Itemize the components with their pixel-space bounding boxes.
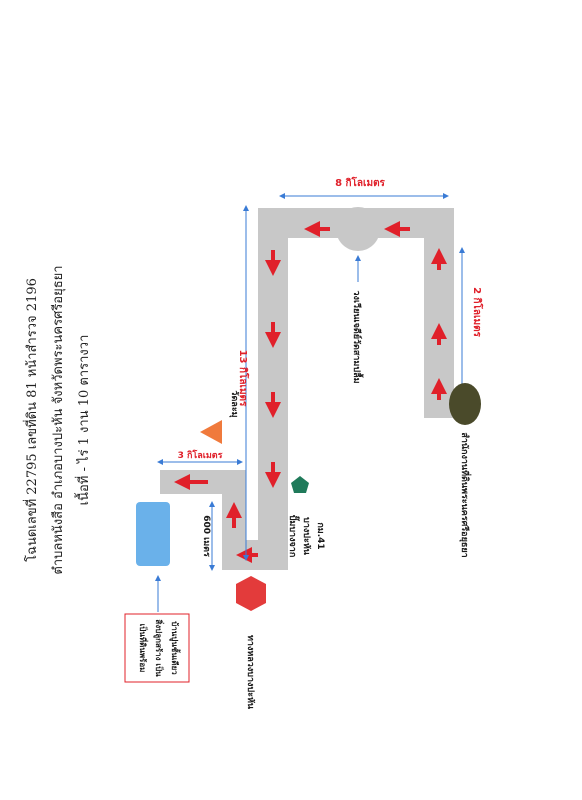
red-hexagon-icon	[236, 576, 266, 611]
land-line-1: เป็นที่ดินพร้อม	[138, 624, 149, 673]
title-line-2: ตำบลหนังสือ อำเภอบางปะหัน จังหวัดพระนครศ…	[50, 265, 66, 574]
label-gas-3: กม.41	[315, 522, 325, 549]
label-right-distance: 2 กิโลเมตร	[471, 287, 484, 337]
roundabout	[336, 207, 380, 251]
land-line-3: บ้านปูนชั้นเดียว	[169, 621, 181, 675]
label-branch-distance: 3 กิโลเมตร	[178, 449, 223, 461]
label-gas-station: ปั๊มบางจาก บางปะหัน กม.41	[287, 515, 325, 558]
direction-arrows	[174, 221, 447, 563]
label-main-distance: 13 กิโลเมตร	[237, 350, 250, 407]
title-line-3: เนื้อที่ - ไร่ 1 งาน 10 ตารางวา	[74, 335, 92, 506]
label-office-text: สำนักงานที่ดินพระนครศรีอยุธยา	[459, 432, 472, 557]
blue-rect-icon	[136, 502, 170, 566]
label-temple: วัดละมุ	[229, 390, 240, 417]
title-block: โฉนดเลขที่ 22795 เลขที่ดิน 81 หน้าสำรวจ …	[23, 265, 92, 574]
label-top-distance: 8 กิโลเมตร	[335, 176, 385, 189]
label-gas-2: บางปะหัน	[301, 517, 312, 556]
label-roundabout: วงเวียนเจดีย์วัดสามปลื้ม	[351, 290, 364, 383]
green-pentagon-icon	[291, 476, 309, 493]
land-info-text: เป็นที่ดินพร้อม สิ่งปลูกสร้าง เป็น บ้านป…	[138, 619, 181, 677]
orange-triangle-icon	[200, 420, 222, 444]
label-start-distance: 600 เมตร	[201, 515, 211, 557]
title-line-1: โฉนดเลขที่ 22795 เลขที่ดิน 81 หน้าสำรวจ …	[23, 278, 40, 562]
label-gas-1: ปั๊มบางจาก	[287, 515, 300, 558]
land-info-box	[124, 613, 190, 683]
label-office: สำนักงานที่ดินพระนครศรีอยุธยา	[459, 432, 472, 557]
land-line-2: สิ่งปลูกสร้าง เป็น	[153, 619, 165, 677]
dark-ellipse-icon	[449, 383, 481, 425]
label-junction: ทางหลวงบางปะหัน	[245, 635, 256, 710]
